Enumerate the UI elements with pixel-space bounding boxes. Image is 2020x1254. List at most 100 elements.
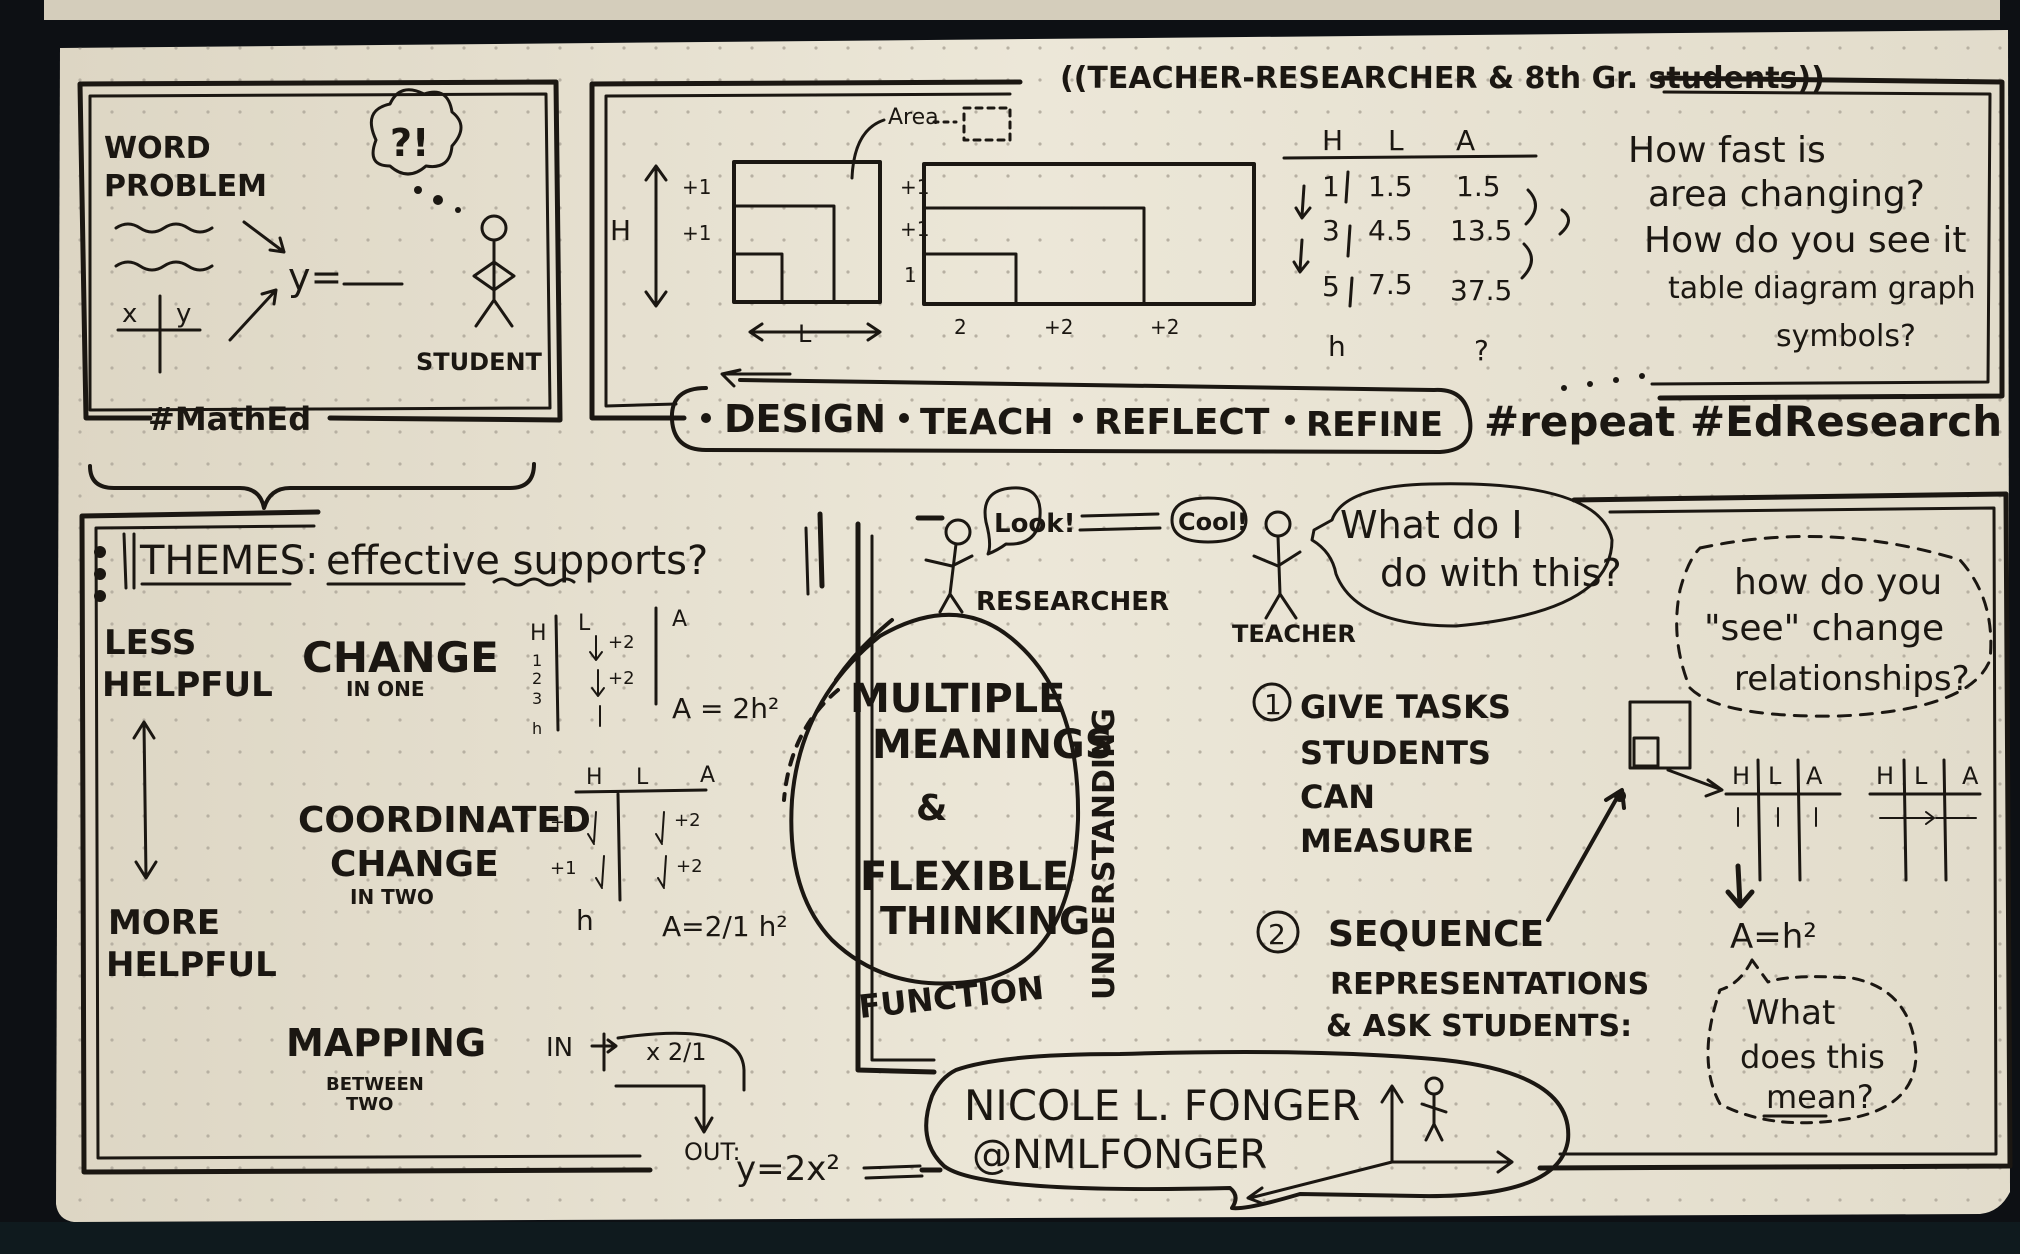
context-label: ((TEACHER-RESEARCHER & 8th Gr. students)… bbox=[1060, 61, 1825, 96]
small-figure-icon bbox=[1420, 1076, 1448, 1142]
teacher-question-1: What do I bbox=[1340, 503, 1523, 547]
cycle-step-reflect: REFLECT bbox=[1094, 402, 1270, 443]
coordinated-title-1: COORDINATED bbox=[298, 800, 591, 841]
hla-r3-h: 5 bbox=[1322, 270, 1340, 303]
bottom-tick-1: 2 bbox=[954, 315, 967, 339]
teacher-label: TEACHER bbox=[1232, 620, 1356, 648]
table-x-label: x bbox=[122, 299, 137, 329]
themes-subtitle: effective supports? bbox=[326, 538, 708, 584]
coord-h1: +1 bbox=[550, 812, 577, 833]
student-figure-icon bbox=[472, 214, 516, 328]
look-text: Look! bbox=[994, 509, 1075, 539]
dashed-cloud-question bbox=[1675, 534, 1993, 718]
question-line-4: table diagram graph bbox=[1668, 271, 1976, 306]
cycle-step-refine: REFINE bbox=[1306, 405, 1443, 445]
speech-bubble-look bbox=[983, 486, 1042, 556]
t1-a: A bbox=[1806, 762, 1823, 790]
question-line-2: area changing? bbox=[1648, 174, 1925, 215]
cycle-hashtags: #repeat #EdResearch bbox=[1484, 397, 2002, 446]
hla-header-a: A bbox=[1456, 124, 1475, 157]
mapping-title-1: MAPPING bbox=[286, 1021, 486, 1065]
bottom-tick-2: +2 bbox=[1044, 315, 1073, 339]
mapping-in: IN bbox=[546, 1033, 573, 1063]
author-handle: @NMLFONGER bbox=[972, 1132, 1267, 1178]
teacher-question-2: do with this? bbox=[1380, 551, 1622, 595]
themes-panel: THEMES: effective supports? LESS HELPFUL… bbox=[79, 509, 943, 1189]
circle-text-5: THINKING bbox=[880, 899, 1090, 943]
step-2-number: 2 bbox=[1268, 918, 1286, 951]
themes-title: THEMES: bbox=[139, 538, 318, 584]
coord-h: H bbox=[586, 765, 603, 790]
mapping-title-3: TWO bbox=[346, 1094, 393, 1115]
cycle-step-teach: TEACH bbox=[920, 402, 1054, 443]
previous-page-edge bbox=[44, 0, 2000, 20]
t2-a: A bbox=[1962, 762, 1979, 790]
mini-area-diagram bbox=[1628, 700, 1692, 770]
question-line-1: How fast is bbox=[1628, 130, 1826, 171]
less-label-1: LESS bbox=[104, 623, 196, 663]
arc-understanding: UNDERSTANDING bbox=[1087, 708, 1122, 1000]
thought-text: ?! bbox=[390, 121, 429, 165]
area-panel: ((TEACHER-RESEARCHER & 8th Gr. students)… bbox=[589, 61, 2005, 454]
sequence-line-1: SEQUENCE bbox=[1328, 914, 1544, 955]
question-line-3: How do you see it bbox=[1644, 220, 1967, 261]
coord-h3: h bbox=[576, 904, 594, 937]
change-one-formula: A = 2h² bbox=[672, 692, 779, 725]
cloud-line-1: how do you bbox=[1734, 562, 1942, 603]
coord-l2: +2 bbox=[676, 856, 703, 877]
table-y-label: y bbox=[176, 299, 191, 329]
desk-edge bbox=[0, 1222, 2020, 1254]
dot-grid bbox=[56, 30, 2010, 1222]
cloud-line-3: relationships? bbox=[1734, 659, 1970, 699]
hla-r4-h: h bbox=[1328, 330, 1346, 363]
more-label-2: HELPFUL bbox=[106, 945, 277, 985]
cloud-line-2: "see" change bbox=[1704, 608, 1944, 649]
hla-table: H L A 1 1.5 1.5 3 4.5 13.5 5 7.5 37.5 h … bbox=[1282, 124, 1570, 367]
meaning-line-2: does this bbox=[1740, 1038, 1885, 1076]
mini-table-1: H L A bbox=[1724, 758, 1842, 882]
coord-a: A bbox=[700, 763, 715, 788]
less-label-2: HELPFUL bbox=[102, 665, 273, 705]
author-name: NICOLE L. FONGER bbox=[964, 1081, 1360, 1130]
steps-section: 1 GIVE TASKS STUDENTS CAN MEASURE 2 SEQU… bbox=[1252, 682, 1649, 1044]
hla-header-h: H bbox=[1322, 124, 1343, 157]
mini-table-2: H L A bbox=[1868, 758, 1982, 882]
hla-r1-l: 1.5 bbox=[1368, 170, 1413, 203]
meaning-line-1: What bbox=[1746, 993, 1835, 1033]
speech-bubble-teacher bbox=[1310, 482, 1614, 628]
pencil-arrow bbox=[1546, 788, 1626, 922]
change-one-title: CHANGE bbox=[302, 633, 499, 682]
word-problem-title-2: PROBLEM bbox=[104, 169, 267, 204]
bottom-tick-3: +2 bbox=[1150, 315, 1179, 339]
right-panel: how do you "see" change relationships? H… bbox=[1537, 491, 2013, 1171]
t2-l: L bbox=[1914, 762, 1928, 790]
step-1-number: 1 bbox=[1264, 688, 1282, 721]
teacher-figure-icon bbox=[1252, 510, 1302, 620]
more-label-1: MORE bbox=[108, 903, 220, 943]
coordinated-title-2: CHANGE bbox=[330, 844, 499, 885]
t1-l: L bbox=[1768, 762, 1782, 790]
change-one-l: L bbox=[578, 611, 591, 636]
cycle-step-design: DESIGN bbox=[724, 397, 886, 441]
left-tick-3: 1 bbox=[904, 263, 917, 287]
coord-formula: A=2/1 h² bbox=[662, 910, 788, 943]
right-formula: A=h² bbox=[1730, 917, 1817, 957]
hla-r1-a: 1.5 bbox=[1456, 170, 1501, 203]
mapping-out: OUT: bbox=[684, 1138, 741, 1166]
give-line-3: CAN bbox=[1300, 778, 1375, 816]
h-plus-one-b: +1 bbox=[682, 221, 711, 245]
circle-text-1: MULTIPLE bbox=[850, 676, 1065, 722]
change-one-a: A bbox=[672, 607, 687, 632]
coordinated-title-3: IN TWO bbox=[350, 885, 434, 909]
researcher-label: RESEARCHER bbox=[976, 587, 1169, 617]
t1-h: H bbox=[1732, 762, 1750, 790]
h-axis-label: H bbox=[610, 214, 631, 247]
helpful-scale-arrow bbox=[132, 720, 158, 880]
thought-cloud-icon bbox=[369, 88, 463, 176]
hashtag-mathed: #MathEd bbox=[148, 400, 311, 438]
area-label: Area bbox=[888, 105, 939, 130]
design-cycle: DESIGN TEACH REFLECT REFINE #repeat #EdR… bbox=[669, 368, 2002, 454]
dashed-cloud-meaning bbox=[1706, 958, 1918, 1125]
